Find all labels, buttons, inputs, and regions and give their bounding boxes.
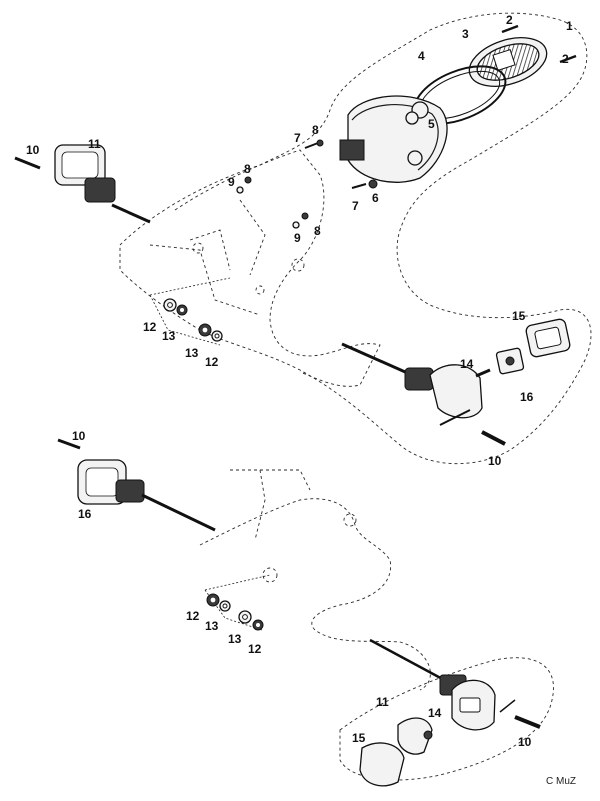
frame-hole <box>291 258 305 272</box>
callout-label: 11 <box>376 695 389 709</box>
callout-label: 13 <box>185 346 199 360</box>
callout-label: 14 <box>428 706 442 720</box>
indicator-lens-15 <box>359 742 405 787</box>
callout-label: 3 <box>462 27 469 41</box>
callout-label: 10 <box>518 735 532 749</box>
screw-7-upper <box>304 142 319 149</box>
lens-screw-right <box>559 54 577 64</box>
frame-hole <box>255 285 265 295</box>
screw-10 <box>481 430 506 446</box>
indicator-lens-15 <box>525 318 571 358</box>
left-indicator <box>54 144 151 224</box>
lower-right-indicator <box>369 638 516 731</box>
callout-label: 15 <box>352 731 366 745</box>
callout-label: 2 <box>506 13 513 27</box>
rear-fender-outline <box>119 12 592 465</box>
indicator-mount-14 <box>397 717 433 755</box>
screw-10 <box>57 438 81 450</box>
callout-labels: 1 2 2 3 4 5 6 7 7 8 8 8 9 9 10 11 12 13 … <box>26 13 573 749</box>
callout-label: 10 <box>26 143 40 157</box>
callout-label: 7 <box>294 131 301 145</box>
top-assembly <box>14 12 592 465</box>
callout-label: 8 <box>314 224 321 238</box>
callout-label: 8 <box>312 123 319 137</box>
callout-label: 16 <box>78 507 92 521</box>
nut-8 <box>301 212 309 220</box>
callout-label: 9 <box>228 175 235 189</box>
screw-7-lower <box>351 183 367 189</box>
callout-label: 7 <box>352 199 359 213</box>
callout-label: 13 <box>205 619 219 633</box>
frame-hole <box>343 513 357 527</box>
washer-9 <box>236 186 244 194</box>
callout-label: 14 <box>460 357 474 371</box>
callout-label: 6 <box>372 191 379 205</box>
callout-label: 4 <box>418 49 425 63</box>
bulb-socket <box>368 179 378 189</box>
screw-10 <box>514 715 541 729</box>
callout-label: 15 <box>512 309 526 323</box>
lower-frame-outline <box>199 469 431 691</box>
copyright-mark: C MuZ <box>546 776 576 787</box>
washer-9 <box>292 221 300 229</box>
callout-label: 12 <box>248 642 262 656</box>
tail-lamp-lens <box>468 37 548 87</box>
top-washer-stack <box>149 277 231 346</box>
lower-left-indicator <box>77 459 216 532</box>
bottom-fender-outline <box>339 657 554 781</box>
right-indicator <box>341 342 483 426</box>
callout-label: 13 <box>228 632 242 646</box>
frame-outline <box>149 149 381 387</box>
callout-label: 1 <box>566 19 573 33</box>
callout-label: 9 <box>294 231 301 245</box>
bottom-assembly <box>57 438 554 787</box>
callout-label: 12 <box>186 609 200 623</box>
callout-label: 13 <box>162 329 176 343</box>
nut-8 <box>244 176 252 184</box>
callout-label: 12 <box>143 320 157 334</box>
screw-10 <box>14 156 41 170</box>
callout-label: 10 <box>488 454 502 468</box>
lens-screw-top <box>501 24 519 34</box>
callout-label: 8 <box>244 162 251 176</box>
tail-lamp-housing <box>339 95 448 183</box>
callout-label: 11 <box>88 137 101 151</box>
bulb <box>405 111 419 125</box>
callout-label: 5 <box>428 117 435 131</box>
callout-label: 16 <box>520 390 534 404</box>
bottom-washer-stack <box>204 574 271 631</box>
callout-label: 2 <box>562 52 569 66</box>
callout-label: 10 <box>72 429 86 443</box>
frame-hole <box>262 567 278 583</box>
frame-hole <box>192 242 204 254</box>
indicator-mount-14 <box>475 347 525 378</box>
callout-label: 12 <box>205 355 219 369</box>
nut-8 <box>316 139 324 147</box>
